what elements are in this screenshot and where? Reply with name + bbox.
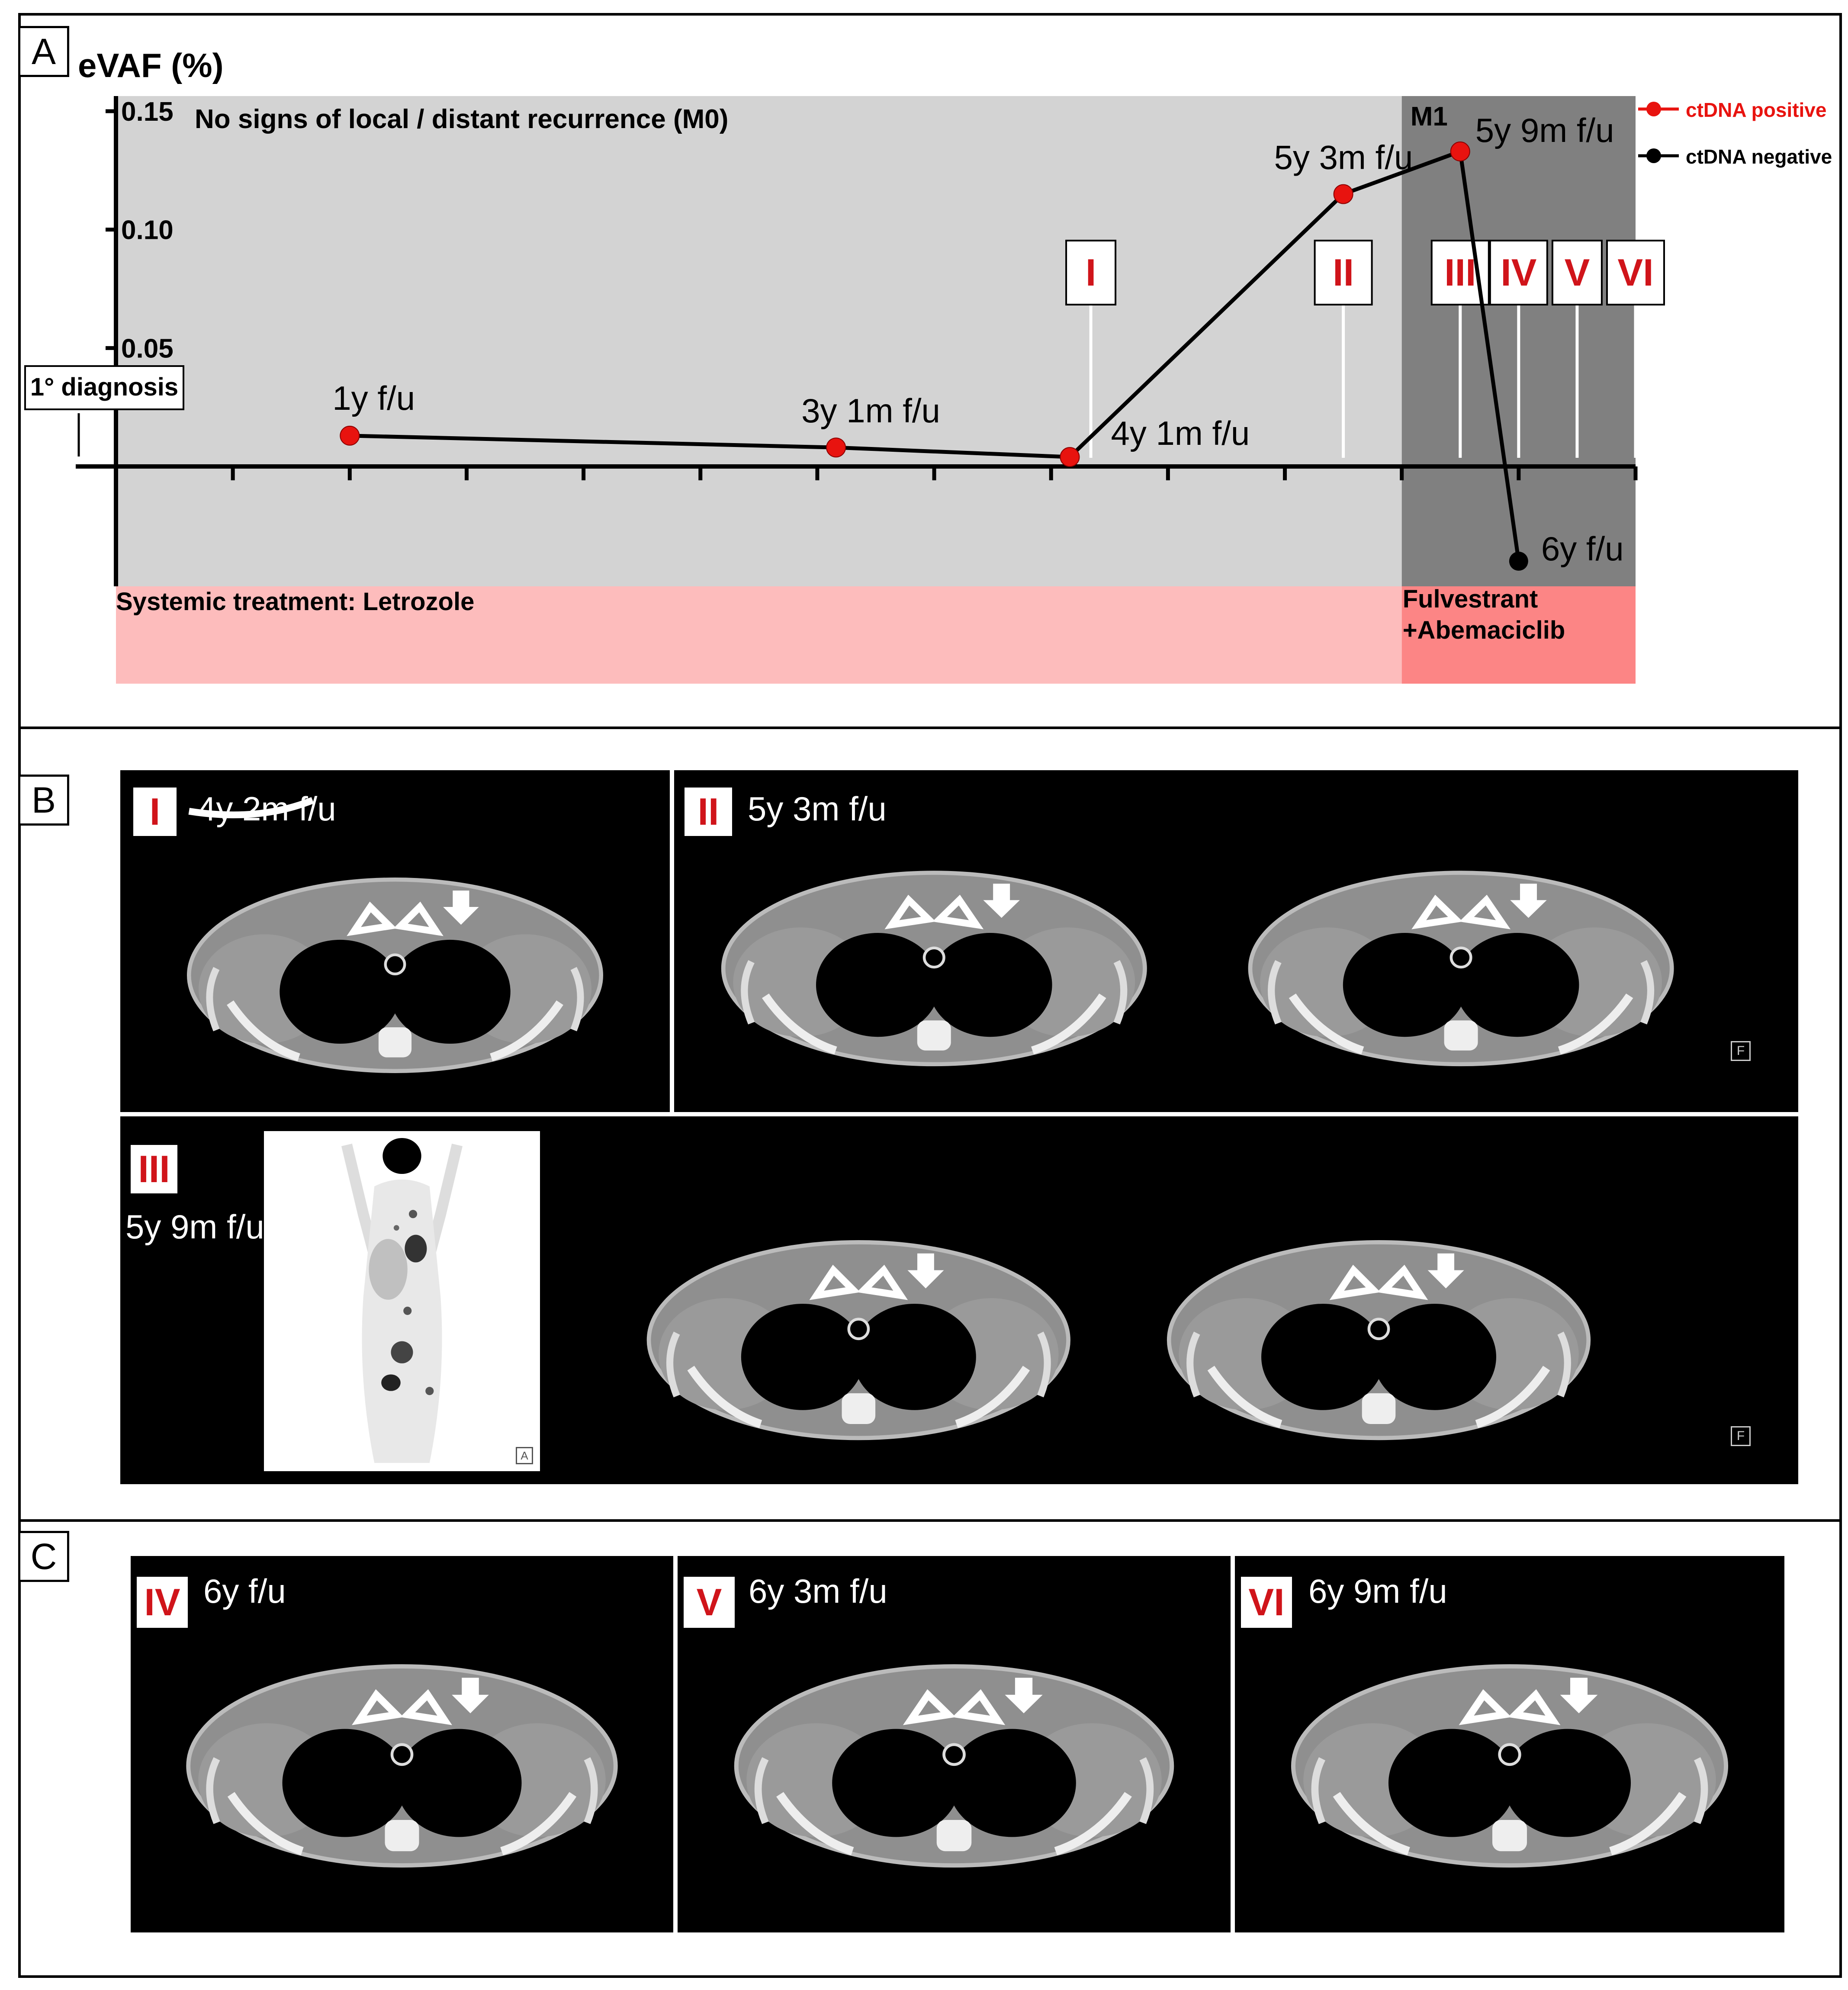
scan-label-iv: 6y f/u xyxy=(203,1572,286,1610)
legend-marker-0 xyxy=(1646,102,1661,116)
event-label-vi: VI xyxy=(1617,251,1653,294)
event-label-iii: III xyxy=(1444,251,1476,294)
scan-label-vi: 6y 9m f/u xyxy=(1308,1572,1447,1610)
event-box-vi xyxy=(1606,240,1665,305)
scan-marker-iv: IV xyxy=(137,1577,188,1628)
data-point-3 xyxy=(1333,184,1353,204)
data-label-1: 3y 1m f/u xyxy=(801,392,940,430)
ct-scan-ii: II 5y 3m f/u F xyxy=(674,770,1798,1112)
event-label-v: V xyxy=(1565,251,1590,294)
ct-cross-section xyxy=(734,1664,1174,1868)
event-box-i xyxy=(1065,240,1117,305)
region-0 xyxy=(116,96,1402,586)
ct-image xyxy=(646,1240,1591,1440)
ct-scan-iii: III 5y 9m f/u A F xyxy=(120,1116,1798,1484)
treatment-band-1 xyxy=(1401,586,1636,684)
panel-a-letter: A xyxy=(18,26,69,77)
event-box-iv xyxy=(1489,240,1548,305)
data-label-5: 6y f/u xyxy=(1541,530,1624,568)
data-point-5 xyxy=(1509,551,1528,571)
scan-marker-i: I xyxy=(133,788,177,836)
data-point-0 xyxy=(340,425,360,446)
treatment-label-letrozole: Systemic treatment: Letrozole xyxy=(116,588,474,616)
legend-label-0: ctDNA positive xyxy=(1686,99,1826,121)
region-label-m0: No signs of local / distant recurrence (… xyxy=(195,104,728,134)
region-label-m1: M1 xyxy=(1411,102,1448,132)
treatment-band-0 xyxy=(116,586,1402,684)
ct-cross-section xyxy=(1167,1240,1591,1440)
legend-label-1: ctDNA negative xyxy=(1686,145,1832,168)
legend-marker-1 xyxy=(1646,148,1661,163)
y-tick-label-2: 0.05 xyxy=(121,334,174,363)
ct-cross-section xyxy=(721,871,1147,1067)
treatment-label-fulvestrant-0: Fulvestrant xyxy=(1403,585,1538,613)
data-point-1 xyxy=(826,437,846,458)
diagnosis-label: 1° diagnosis xyxy=(30,373,178,401)
ct-image xyxy=(186,797,604,1073)
ct-scan-iv: IV 6y f/u xyxy=(131,1556,673,1932)
data-label-2: 4y 1m f/u xyxy=(1111,414,1250,452)
scan-marker-iii: III xyxy=(131,1145,177,1193)
scan-marker-ii: II xyxy=(685,788,732,836)
pet-figure xyxy=(341,1138,463,1463)
data-point-2 xyxy=(1060,447,1080,467)
y-axis-title: eVAF (%) xyxy=(78,46,224,84)
scan-marker-vi: VI xyxy=(1241,1577,1292,1628)
diagnosis-box xyxy=(24,365,184,410)
event-box-ii xyxy=(1314,240,1373,305)
ct-image xyxy=(721,871,1674,1067)
ct-cross-section xyxy=(186,1664,618,1868)
evaf-chart: No signs of local / distant recurrence (… xyxy=(24,46,1832,684)
event-label-ii: II xyxy=(1333,251,1354,294)
event-label-iv: IV xyxy=(1501,251,1536,294)
data-label-0: 1y f/u xyxy=(332,379,415,417)
y-tick-label-0: 0.15 xyxy=(121,97,174,127)
ct-cross-section xyxy=(1248,871,1674,1067)
panel-c-letter: C xyxy=(18,1531,69,1582)
ct-cross-section xyxy=(186,878,604,1073)
event-box-v xyxy=(1551,240,1603,305)
scan-marker-v: V xyxy=(684,1577,735,1628)
ct-corner-icon: F xyxy=(1731,1041,1751,1061)
ct-artifact xyxy=(188,797,314,819)
ct-scan-vi: VI 6y 9m f/u xyxy=(1235,1556,1784,1932)
ct-cross-section xyxy=(646,1240,1070,1440)
ct-corner-icon: F xyxy=(1731,1426,1751,1446)
ct-scan-v: V 6y 3m f/u xyxy=(678,1556,1231,1932)
pet-scan-image: A xyxy=(264,1131,540,1471)
pet-corner-icon: A xyxy=(516,1447,533,1464)
treatment-label-fulvestrant-1: +Abemaciclib xyxy=(1403,616,1565,644)
data-point-4 xyxy=(1450,141,1470,162)
data-label-4: 5y 9m f/u xyxy=(1475,111,1614,149)
scan-label-v: 6y 3m f/u xyxy=(749,1572,887,1610)
scan-label-i: 4y 2m f/u xyxy=(197,790,336,828)
panel-b-letter: B xyxy=(18,775,69,826)
scan-label-ii: 5y 3m f/u xyxy=(748,790,887,828)
ct-image xyxy=(1291,1664,1729,1868)
scan-label-iii: 5y 9m f/u xyxy=(125,1208,264,1246)
event-label-i: I xyxy=(1086,251,1096,294)
ct-image xyxy=(186,1664,618,1868)
ct-image xyxy=(734,1664,1174,1868)
data-label-3: 5y 3m f/u xyxy=(1274,138,1413,177)
ct-scan-i: I 4y 2m f/u xyxy=(120,770,670,1112)
ct-cross-section xyxy=(1291,1664,1729,1868)
evaf-series-line xyxy=(350,148,1521,562)
y-tick-label-1: 0.10 xyxy=(121,215,174,245)
